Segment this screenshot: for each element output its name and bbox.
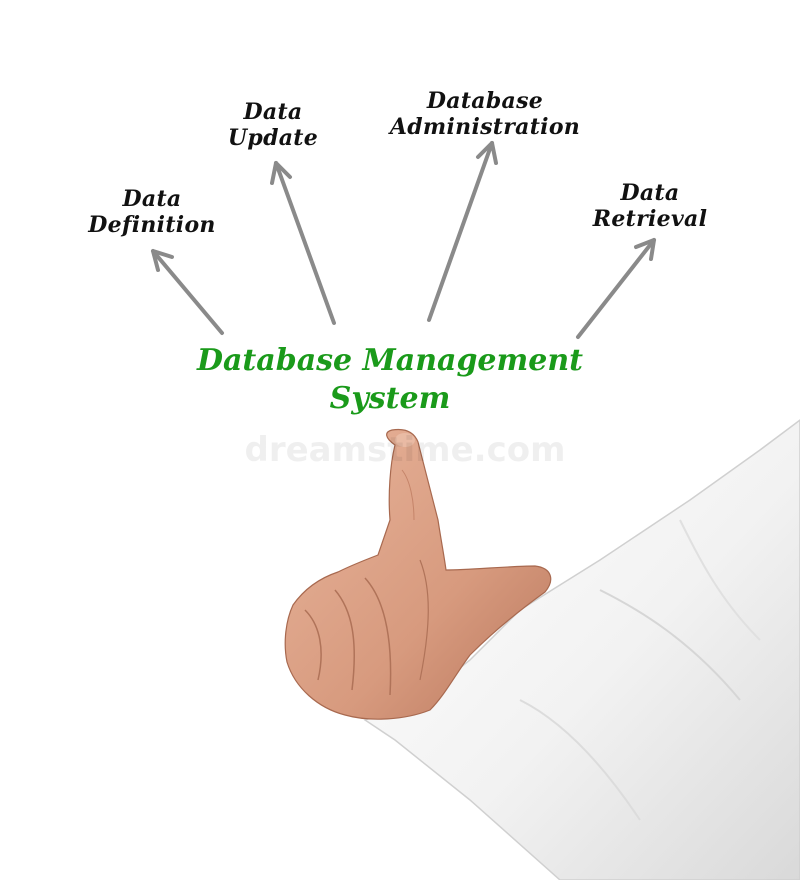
center-title-line1: Database Management: [196, 343, 584, 378]
label-data-update: Data Update: [198, 99, 348, 151]
label-data-retrieval-line2: Retrieval: [592, 206, 708, 232]
label-database-administration-line2: Administration: [389, 114, 581, 140]
label-data-update-line2: Update: [227, 125, 319, 151]
arrow-data-definition: [151, 249, 224, 335]
arrow-database-administration: [427, 141, 498, 322]
center-title: Database Management System: [140, 342, 640, 418]
label-data-definition-line1: Data: [122, 186, 182, 212]
label-data-definition: Data Definition: [62, 186, 242, 238]
label-data-definition-line2: Definition: [88, 212, 216, 238]
label-data-update-line1: Data: [243, 99, 303, 125]
label-data-retrieval-line1: Data: [620, 180, 680, 206]
label-data-retrieval: Data Retrieval: [570, 180, 730, 232]
arrow-data-update: [270, 161, 336, 325]
watermark: dreamstime.com: [244, 430, 566, 470]
arrow-data-retrieval: [576, 238, 656, 339]
center-title-line2: System: [329, 381, 451, 416]
label-database-administration-line1: Database: [426, 88, 544, 114]
hand: [284, 428, 552, 720]
label-database-administration: Database Administration: [360, 88, 610, 140]
